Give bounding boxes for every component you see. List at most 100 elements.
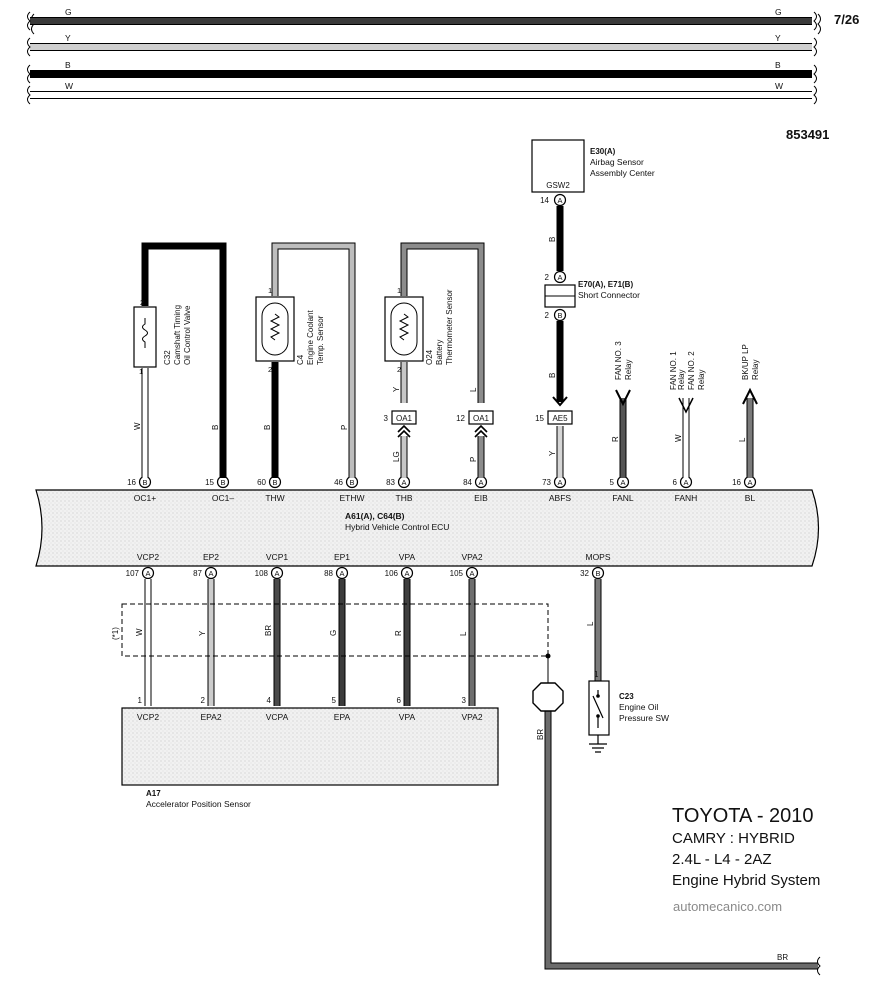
wire-eib-upper: [400, 242, 485, 403]
wire-label: P: [340, 425, 349, 430]
wire-label: B: [263, 425, 272, 430]
c32-pin-top: 2: [140, 298, 144, 307]
ecu-bottom-pin-vpa2: A: [465, 566, 479, 580]
wire-label: Y: [392, 386, 401, 392]
ecu-top-pin-oc1: B: [138, 475, 152, 489]
ecu-bottom-pin-name: EP2: [203, 552, 219, 562]
o24-id: O24: [425, 349, 434, 365]
ecu-top-pin-name: ETHW: [339, 493, 364, 503]
svg-text:3: 3: [384, 414, 389, 423]
wire-label: LG: [392, 451, 401, 462]
connector-chevron-icon: [397, 424, 411, 438]
wire-ethw: [271, 242, 356, 478]
ecu-top-pin-number: 16: [127, 478, 136, 487]
ecu-top-pin-fanh: A: [679, 475, 693, 489]
ecu-top-pin-ethw: B: [345, 475, 359, 489]
e30-pin-number: 14: [540, 196, 549, 205]
wire-label: W: [135, 628, 144, 636]
ecu-block: A61(A), C64(B)Hybrid Vehicle Control ECU: [35, 489, 820, 567]
ecu-top-pin-oc1: B: [216, 475, 230, 489]
wire-label-br: BR: [777, 953, 788, 962]
component-a17: 1VCP22EPA24VCPA5EPA6VPA3VPA2A17Accelerat…: [121, 696, 499, 809]
a17-pin-name: VPA2: [461, 712, 482, 722]
svg-text:B: B: [349, 478, 354, 487]
ecu-name: Hybrid Vehicle Control ECU: [345, 522, 449, 532]
relay-bkup-label: BK/UP LP: [741, 344, 750, 380]
diagram-code: 853491: [786, 127, 829, 142]
ecu-bottom-pin-vcp2: A: [141, 566, 155, 580]
a17-pin-name: EPA: [334, 712, 351, 722]
a17-pin-number: 4: [267, 696, 272, 705]
svg-text:A: A: [404, 569, 409, 578]
break-mark: [27, 11, 31, 31]
wire-label: L: [459, 631, 468, 636]
ecu-bottom-pin-number: 106: [385, 569, 399, 578]
e70-pin-top: A: [553, 270, 567, 284]
svg-text:OA1: OA1: [396, 414, 413, 423]
relay-fan3-sub: Relay: [624, 360, 633, 380]
a17-pin-name: EPA2: [200, 712, 221, 722]
a17-pin-name: VPA: [399, 712, 416, 722]
e70-pin-bottom: B: [553, 308, 567, 322]
ecu-top-pin-number: 84: [463, 478, 472, 487]
wire-label: G: [329, 630, 338, 636]
ecu-top-pin-name: OC1+: [134, 493, 156, 503]
break-mark: [813, 85, 817, 105]
wire-label: L: [469, 387, 478, 392]
ecu-top-pin-number: 15: [205, 478, 214, 487]
ecu-bottom-pin-vcp1: A: [270, 566, 284, 580]
ecu-bottom-pin-name: VPA2: [461, 552, 482, 562]
wire-label: W: [133, 422, 142, 430]
svg-text:OA1: OA1: [473, 414, 490, 423]
coil-icon: [142, 318, 148, 348]
a17-pin-number: 2: [201, 696, 206, 705]
ecu-bottom-pin-ep2: A: [204, 566, 218, 580]
c32-pin-bottom: 1: [139, 367, 143, 376]
svg-text:12: 12: [456, 414, 465, 423]
ecu-top-pin-number: 16: [732, 478, 741, 487]
ecu-bottom-pin-name: VCP2: [137, 552, 159, 562]
c23-pin: 1: [594, 670, 599, 679]
e70-id: E70(A), E71(B): [578, 280, 633, 289]
a17-pin-number: 5: [332, 696, 337, 705]
c4-name1: Engine Coolant: [306, 310, 315, 365]
ecu-bottom-pin-mops: B: [591, 566, 605, 580]
o24-pin-bottom: 2: [397, 365, 401, 374]
relay-fan1-label: FAN NO. 1: [669, 351, 678, 390]
ground-icon: [589, 743, 607, 753]
ecu-top-pin-number: 6: [673, 478, 678, 487]
thermistor-icon: [261, 302, 289, 356]
ecu-top-pin-fanl: A: [616, 475, 630, 489]
e30-terminal: GSW2: [546, 181, 570, 190]
ecu-bottom-pin-name: VPA: [399, 552, 416, 562]
ecu-top-pin-number: 60: [257, 478, 266, 487]
svg-text:B: B: [557, 311, 562, 320]
ecu-top-pin-number: 5: [610, 478, 615, 487]
a17-pin-number: 3: [462, 696, 467, 705]
ecu-top-pin-name: THB: [396, 493, 413, 503]
svg-text:A: A: [339, 569, 344, 578]
bus-label-left: W: [65, 81, 73, 91]
connector-chevron-icon: [474, 424, 488, 438]
wire-label: B: [548, 237, 557, 242]
wire-label: P: [469, 457, 478, 462]
c23-id: C23: [619, 692, 634, 701]
o24-name2: Thermometer Sensor: [445, 289, 454, 365]
svg-text:A: A: [478, 478, 483, 487]
ecu-top-pin-name: FANL: [612, 493, 634, 503]
ecu-top-pin-name: EIB: [474, 493, 488, 503]
relay-bkup-sub: Relay: [751, 360, 760, 380]
ecu-top-pin-bl: A: [743, 475, 757, 489]
relay-fan3-label: FAN NO. 3: [614, 341, 623, 380]
bus-label-right: Y: [775, 33, 781, 43]
break-mark: [817, 956, 821, 976]
ecu-bottom-pin-number: 108: [255, 569, 269, 578]
component-c4: 12: [255, 286, 295, 374]
c32-name2: Oil Control Valve: [183, 305, 192, 365]
svg-text:A: A: [620, 478, 625, 487]
ecu-bottom-pin-ep1: A: [335, 566, 349, 580]
c4-id: C4: [296, 354, 305, 365]
